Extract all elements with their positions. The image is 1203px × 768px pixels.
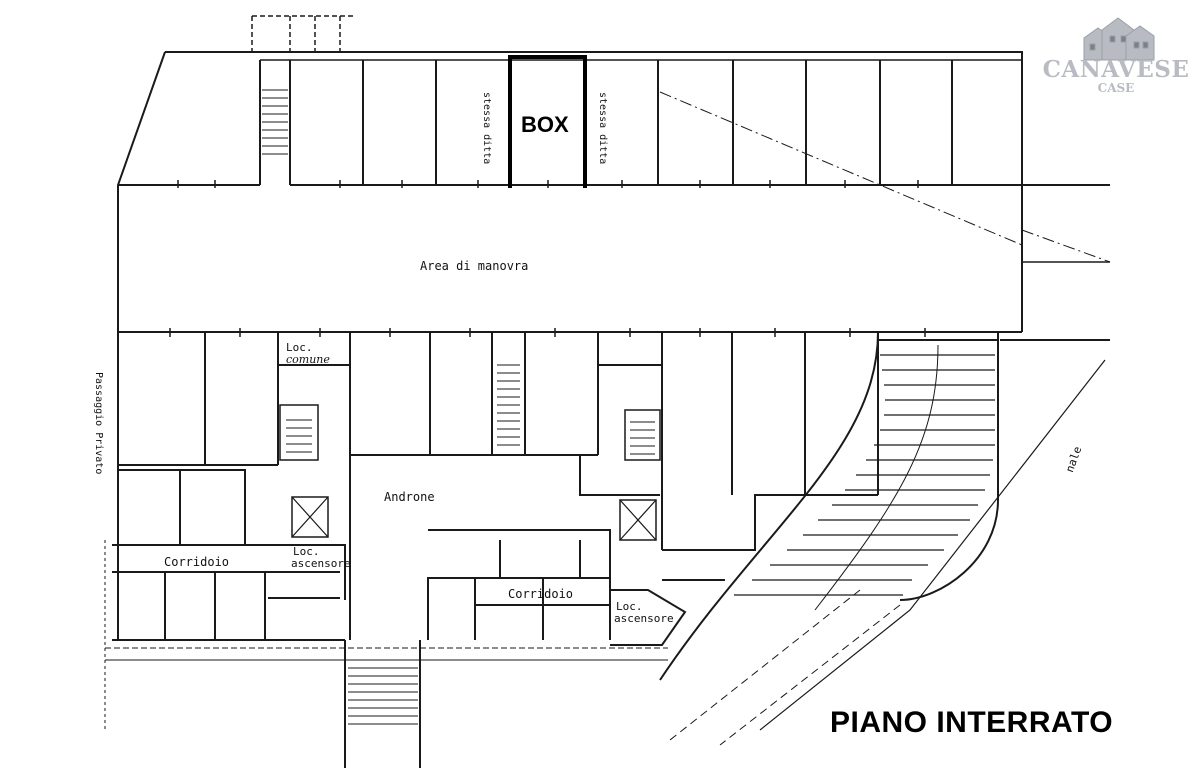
passaggio-privato-label: Passaggio Privato bbox=[93, 372, 104, 475]
ascensore-label-left: ascensore bbox=[291, 557, 351, 570]
logo-name: CANAVESE bbox=[1042, 56, 1190, 83]
corridoio-label-right: Corridoio bbox=[508, 587, 574, 601]
logo-subtitle: CASE bbox=[1097, 81, 1135, 95]
ascensore-label-right: ascensore bbox=[614, 612, 674, 625]
androne-label: Androne bbox=[384, 490, 435, 504]
canavese-case-logo: CANAVESE CASE bbox=[1040, 14, 1192, 100]
loc-ascensore-label-right: Loc. bbox=[616, 600, 643, 613]
corridoio-label-left: Corridoio bbox=[164, 555, 230, 569]
box-label: BOX bbox=[521, 112, 569, 137]
loc-ascensore-label-left: Loc. bbox=[293, 545, 320, 558]
comune-label: comune bbox=[286, 353, 330, 366]
houses-logo-icon bbox=[1083, 17, 1155, 61]
stessa-ditta-label-right: stessa ditta bbox=[597, 92, 608, 165]
floor-title: PIANO INTERRATO bbox=[830, 706, 1114, 739]
stessa-ditta-label-left: stessa ditta bbox=[481, 92, 492, 165]
area-di-manovra-label: Area di manovra bbox=[420, 259, 529, 273]
loc-label: Loc. bbox=[286, 341, 313, 354]
